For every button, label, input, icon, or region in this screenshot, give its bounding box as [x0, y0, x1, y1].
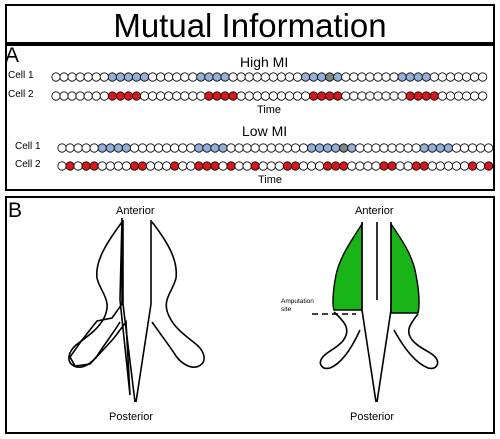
panel-b: [5, 196, 495, 434]
left-anterior-label: Anterior: [116, 205, 155, 217]
high-mi-title: High MI: [240, 54, 289, 70]
low-time-label: Time: [258, 174, 283, 186]
panel-a-letter: A: [5, 44, 20, 67]
left-limb-bud-right: [151, 221, 205, 368]
title-box: Mutual Information: [5, 4, 495, 44]
right-regenerating-region: [390, 221, 420, 314]
figure-title: Mutual Information: [113, 7, 387, 44]
left-limb-outline: [69, 217, 131, 396]
right-anterior-label: Anterior: [355, 205, 394, 217]
high-cell2-label: Cell 2: [8, 89, 34, 100]
amputation-site-label: Amputation site: [281, 298, 314, 313]
low-mi-title: Low MI: [242, 123, 288, 139]
right-tail-left: [361, 309, 377, 403]
left-tail-right: [135, 303, 152, 403]
low-cell1-label: Cell 1: [15, 141, 41, 152]
left-tail-left: [122, 303, 136, 403]
low-cell2-label: Cell 2: [15, 159, 41, 170]
left-posterior-label: Posterior: [109, 411, 154, 423]
right-limb-bud-right: [393, 313, 439, 370]
right-tail-right: [376, 309, 392, 403]
high-cell1-spike: [478, 72, 488, 82]
left-regenerating-region: [332, 221, 363, 311]
high-cell1-label: Cell 1: [8, 70, 34, 81]
panel-b-letter: B: [8, 199, 23, 222]
low-cell1-spike: [484, 143, 494, 153]
right-posterior-label: Posterior: [350, 411, 395, 423]
high-time-label: Time: [257, 104, 282, 116]
right-limb-bud-left: [319, 311, 361, 370]
low-cell2-spike: [484, 161, 494, 171]
high-cell2-spike: [478, 91, 488, 101]
left-limb-bud-left: [68, 221, 123, 368]
